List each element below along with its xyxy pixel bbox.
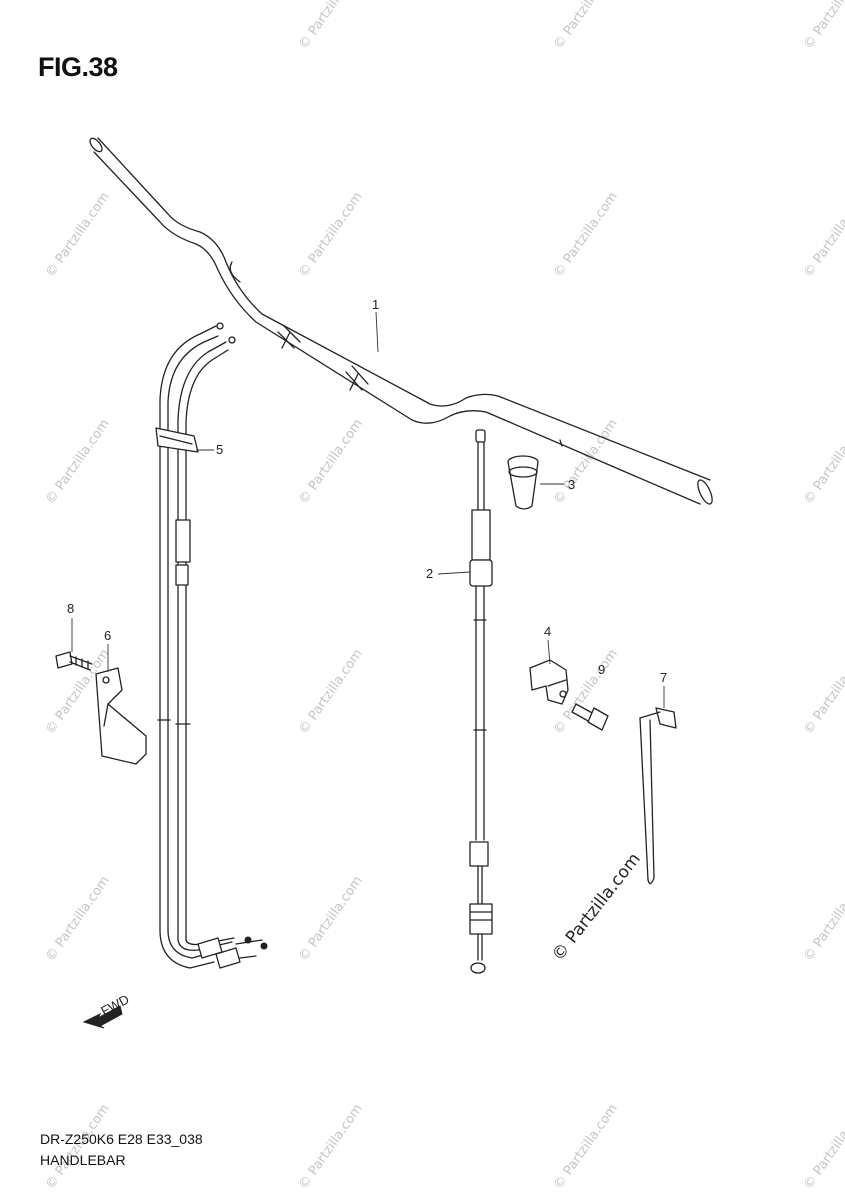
part-throttle-cable[interactable] — [155, 322, 268, 969]
watermark: © Partzilla.com — [296, 190, 366, 281]
callout-5: 5 — [216, 442, 223, 457]
watermark: © Partzilla.com — [43, 190, 113, 281]
part-clutch-cable[interactable] — [469, 429, 493, 974]
callout-1: 1 — [372, 297, 379, 312]
watermark: © Partzilla.com — [551, 0, 621, 52]
callout-8: 8 — [67, 601, 74, 616]
watermark: © Partzilla.com — [43, 874, 113, 965]
watermark: © Partzilla.com — [296, 647, 366, 738]
footer-section-name: HANDLEBAR — [40, 1152, 126, 1168]
watermark: © Partzilla.com — [801, 874, 845, 965]
callout-3: 3 — [568, 477, 575, 492]
fwd-arrow-icon: FWD — [82, 992, 132, 1029]
watermark: © Partzilla.com — [296, 417, 366, 508]
part-handlebar[interactable] — [88, 136, 715, 506]
leader-lines — [71, 311, 665, 708]
part-cable-tie[interactable] — [639, 707, 677, 885]
watermark: © Partzilla.com — [551, 417, 621, 508]
callout-2: 2 — [426, 566, 433, 581]
watermark-prominent: © Partzilla.com — [548, 849, 645, 965]
watermark: © Partzilla.com — [801, 1102, 845, 1193]
callout-9: 9 — [598, 662, 605, 677]
watermark: © Partzilla.com — [43, 417, 113, 508]
watermark-layer: © Partzilla.com © Partzilla.com © Partzi… — [43, 0, 845, 1192]
part-stay[interactable] — [95, 667, 147, 765]
figure-title: FIG.38 — [38, 52, 118, 82]
callout-6: 6 — [104, 628, 111, 643]
watermark: © Partzilla.com — [296, 1102, 366, 1193]
part-bolt-9[interactable] — [571, 703, 609, 731]
part-bolt-8[interactable] — [55, 651, 93, 671]
footer-model-code: DR-Z250K6 E28 E33_038 — [40, 1131, 203, 1147]
watermark: © Partzilla.com — [551, 190, 621, 281]
watermark: © Partzilla.com — [551, 1102, 621, 1193]
callout-4: 4 — [544, 624, 551, 639]
watermark: © Partzilla.com — [801, 0, 845, 52]
watermark: © Partzilla.com — [296, 0, 366, 52]
callouts: 1 2 3 4 5 6 7 8 9 — [67, 297, 667, 685]
part-boot[interactable] — [507, 455, 539, 510]
watermark: © Partzilla.com — [801, 647, 845, 738]
callout-7: 7 — [660, 670, 667, 685]
watermark: © Partzilla.com — [801, 417, 845, 508]
part-bracket[interactable] — [529, 659, 569, 705]
watermark: © Partzilla.com — [801, 190, 845, 281]
watermark: © Partzilla.com — [296, 874, 366, 965]
